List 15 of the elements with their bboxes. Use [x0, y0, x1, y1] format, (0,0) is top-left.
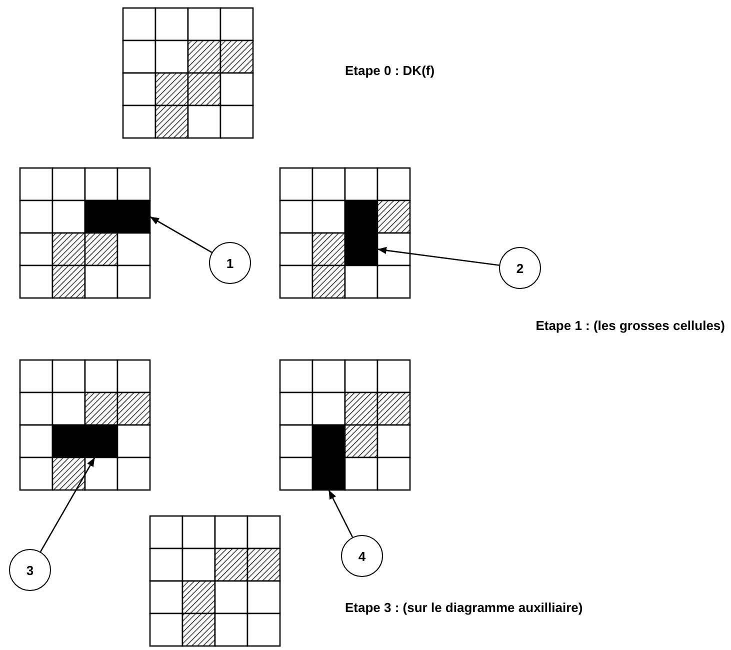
step-caption: Etape 0 : DK(f): [345, 63, 435, 78]
arrow: [150, 216, 212, 254]
callout-circle: 4: [341, 535, 383, 577]
filled-cell-block: [85, 200, 150, 233]
arrow: [328, 490, 354, 538]
step-caption: Etape 3 : (sur le diagramme auxilliaire): [345, 600, 583, 615]
filled-cell-block: [345, 200, 378, 266]
callout-circle: 2: [499, 247, 541, 289]
step-caption: Etape 1 : (les grosses cellules): [536, 318, 725, 333]
callout-circle: 3: [9, 549, 51, 591]
filled-cell-block: [52, 425, 118, 458]
callout-circle: 1: [209, 242, 251, 284]
arrow: [40, 457, 96, 552]
filled-cell-block: [312, 425, 345, 490]
arrow: [377, 246, 500, 266]
